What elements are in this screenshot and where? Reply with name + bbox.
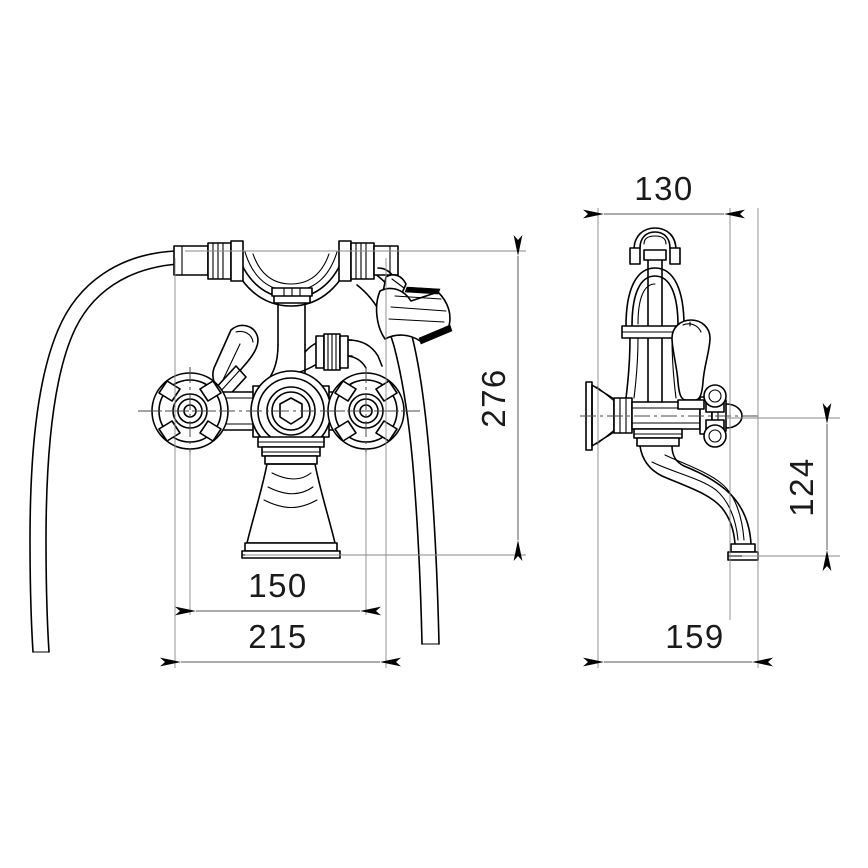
dimension-215: 215 (160, 618, 401, 667)
side-view: 130 124 159 (580, 170, 840, 668)
lever-handle-side (671, 319, 711, 410)
dimension-150: 150 (175, 567, 381, 616)
dimension-215-label: 215 (248, 618, 308, 655)
center-boss (250, 370, 332, 452)
bath-spout-side (633, 428, 759, 561)
bath-spout-front (241, 436, 341, 559)
dimension-124: 124 (783, 403, 832, 571)
dimension-150-label: 150 (248, 567, 308, 604)
dimension-159-label: 159 (665, 618, 725, 655)
dimension-124-label: 124 (783, 457, 820, 517)
dimension-130-label: 130 (634, 170, 694, 207)
dimension-130: 130 (583, 170, 745, 219)
shower-hose (29, 250, 179, 653)
hose-outlet-side (703, 384, 727, 448)
hose-connector-left (173, 240, 244, 282)
dimension-159: 159 (583, 618, 773, 667)
side-extension-lines (597, 208, 840, 668)
dimension-276: 276 (475, 235, 523, 561)
dimension-276-label: 276 (475, 368, 512, 428)
front-view: 276 150 215 (29, 235, 526, 668)
cross-handle-left (146, 367, 234, 455)
shower-handset (375, 267, 453, 345)
front-extension-lines (174, 250, 526, 668)
diverter-knob (299, 333, 383, 373)
cross-handle-right-spokes (334, 380, 398, 442)
cross-handle-right (322, 367, 410, 455)
